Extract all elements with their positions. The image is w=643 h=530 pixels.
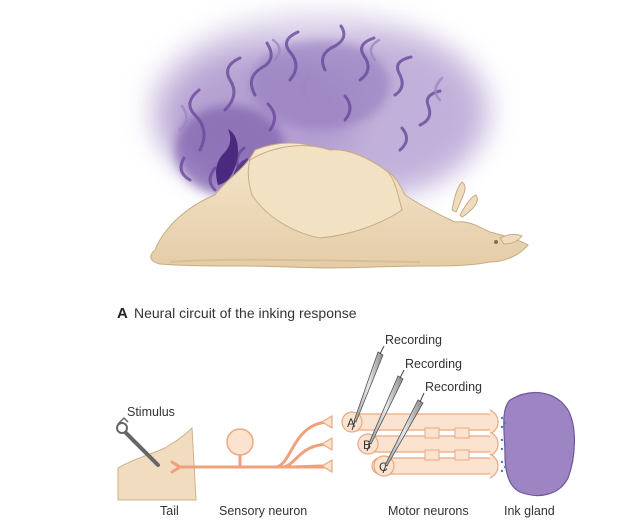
neuromuscular-junction-dots xyxy=(500,416,507,473)
neuron-label-a: A xyxy=(347,416,355,430)
sea-slug-illustration xyxy=(150,15,529,269)
sensory-neuron-soma xyxy=(226,428,254,456)
caption-text: Neural circuit of the inking response xyxy=(134,305,357,321)
motor-neuron-connections xyxy=(424,427,470,461)
recording-electrode-1 xyxy=(351,351,384,431)
recording-label-3: Recording xyxy=(425,380,482,394)
figure-caption: A Neural circuit of the inking response xyxy=(117,305,357,322)
caption-letter: A xyxy=(117,305,128,322)
circuit-diagram: A B C Recording Recording xyxy=(116,333,576,518)
stimulus-probe xyxy=(116,416,160,467)
ink-gland xyxy=(503,392,576,497)
tail-label: Tail xyxy=(160,504,179,518)
neuron-label-c: C xyxy=(379,460,388,474)
motor-neurons-label: Motor neurons xyxy=(388,504,469,518)
sensory-neuron-label: Sensory neuron xyxy=(219,504,307,518)
recording-label-1: Recording xyxy=(385,333,442,347)
ink-gland-label: Ink gland xyxy=(504,504,555,518)
motor-neuron-a xyxy=(341,409,499,435)
recording-electrode-3 xyxy=(382,399,424,474)
motor-neuron-c xyxy=(371,453,499,479)
neuron-label-b: B xyxy=(363,438,371,452)
recording-electrode-2 xyxy=(366,375,404,452)
stimulus-label: Stimulus xyxy=(127,405,175,419)
slug-body xyxy=(150,142,529,269)
recording-label-2: Recording xyxy=(405,357,462,371)
synaptic-terminals xyxy=(320,414,333,474)
